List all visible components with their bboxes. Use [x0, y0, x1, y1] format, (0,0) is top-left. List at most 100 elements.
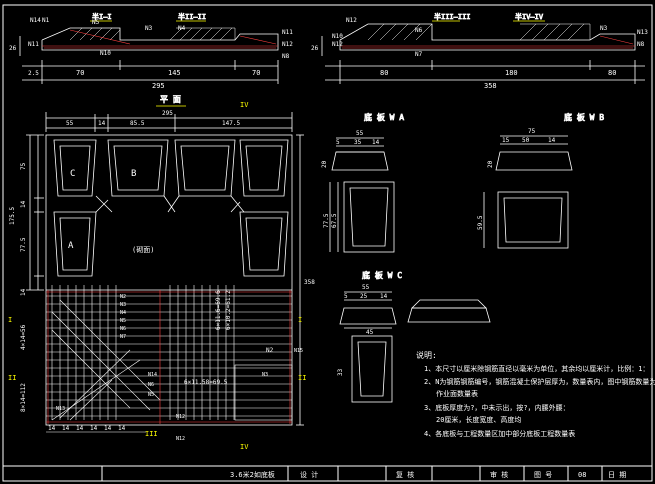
note-1: 1、本尺寸以厘米除钢筋直径以毫米为单位，其余均以厘米计，比例：1： [424, 364, 649, 373]
plan-dim-bottom-6: 14 [118, 425, 126, 432]
plan-dim-left-4: 77.5 [20, 237, 27, 252]
title-review: 审 核 [490, 470, 508, 479]
plan-dim-left-3: 175.5 [9, 207, 16, 225]
wb-dim-2: 15 [502, 137, 510, 144]
plan-dim-bottom-1: 14 [48, 425, 56, 432]
rebar-label-n4: N4 [120, 310, 126, 316]
section-title-s4: 半IV—IV [515, 12, 544, 21]
wa-dim-2: 5 [336, 139, 340, 146]
right-elevation-labels: N12 N10 N12 N6 N7 N3 N13 N8 26 80 180 80… [311, 17, 648, 90]
plan-dim-bottom-3: 14 [76, 425, 84, 432]
plan-label-a: A [68, 241, 74, 251]
detail-wa: 底 板 W A [329, 112, 405, 253]
dim-right-total: 358 [484, 82, 497, 90]
left-elevation: 半I—I 半II—II [19, 12, 279, 84]
note-2: 2、N为钢筋钢筋编号，钢筋混凝土保护层厚为，数量表内，图中钢筋数量为 [424, 377, 655, 386]
wa-dim-7: 67.5 [331, 213, 338, 228]
notes-block: 说明: 1、本尺寸以厘米除钢筋直径以毫米为单位，其余均以厘米计，比例：1： 2、… [416, 350, 655, 438]
plan-dim-lb-2: 8×14=112 [20, 383, 27, 412]
label-n1: N1 [42, 17, 50, 24]
detail-wa-title: 底 板 W A [364, 112, 404, 122]
detail-wa-dims: 55 5 35 14 20 77.5 67.5 [321, 130, 380, 228]
detail-wc-title: 底 板 W C [362, 270, 402, 280]
plan-label-c: C [70, 169, 75, 179]
label-n11-right: N11 [282, 29, 293, 36]
rebar-grid [46, 285, 293, 424]
dim-left-b3: 70 [252, 69, 260, 77]
rebar-label-n5: N5 [120, 318, 126, 324]
dim-left-h: 26 [9, 45, 17, 52]
wa-dim-3: 35 [354, 139, 362, 146]
note-3: 3、底板厚度为?，中未示出，按?，内腰外腰： [424, 403, 570, 412]
plan-dim-lb-1: 4×14=56 [20, 324, 27, 350]
plan-roman-ii-left: II [8, 374, 16, 382]
rebar-label-n5b: N5 [148, 392, 154, 398]
rebar-spacing-1: 6×11.58=69.5 [184, 379, 228, 386]
dim-left-b1: 70 [76, 69, 84, 77]
wb-dim-1: 75 [528, 128, 536, 135]
wb-dim-5: 20 [487, 160, 494, 168]
rebar-label-n12b: N12 [176, 436, 185, 442]
rebar-label-n3: N3 [120, 302, 126, 308]
wb-dim-6: 59.5 [477, 215, 484, 230]
title-design: 设 计 [300, 470, 318, 479]
title-drawing-name: 3.6米2如底板 [230, 470, 275, 479]
rebar-label-n2: N2 [120, 294, 126, 300]
plan-title: 平 面 [160, 95, 181, 104]
plan-roman-iv-bottom: IV [240, 443, 249, 451]
plan-dim-top-3: 85.5 [130, 120, 145, 127]
label-n4: N4 [178, 25, 186, 32]
label-r-n12: N12 [346, 17, 357, 24]
notes-title: 说明: [416, 350, 437, 360]
plan-box-b [107, 139, 169, 197]
label-n14: N14 [30, 17, 41, 24]
title-date-label: 日 期 [608, 471, 626, 479]
plan-bottom-dims: 14 14 14 14 14 14 [46, 425, 146, 433]
rebar-spacing-3: 6×10.2=61.2 [225, 290, 232, 330]
plan-box-c3 [239, 139, 289, 197]
plan-roman-iii: III [145, 430, 158, 438]
plan-roman-i-right: I [298, 316, 302, 324]
label-n10: N10 [100, 50, 111, 57]
rebar-label-n2b: N2 [266, 347, 274, 354]
plan-rebar-labels: N2 N3 N4 N5 N6 N7 N2 N15 N3 N14 N6 N5 N1… [56, 290, 303, 442]
detail-wb: 底 板 W B [483, 112, 605, 249]
plan-labels: C B A (砌面) I I II II III IV IV 55 14 85.… [8, 101, 315, 451]
label-r-n6: N6 [415, 27, 423, 34]
rebar-label-n6b: N6 [148, 382, 154, 388]
dim-left-e1: 2.5 [28, 70, 39, 77]
detail-wb-title: 底 板 W B [564, 112, 604, 122]
note-2b: 作业面数量表 [436, 389, 478, 398]
plan-dim-left-5: 14 [20, 288, 27, 296]
right-elevation: 半III—III 半IV—IV [321, 12, 645, 84]
wa-dim-6: 77.5 [323, 213, 330, 228]
plan-dim-left-2: 14 [20, 200, 27, 208]
wc-dim-4: 14 [380, 293, 388, 300]
dim-right-b3: 80 [608, 69, 616, 77]
left-elevation-labels: N14 N1 N5 N3 N4 N11 N10 N11 N12 N8 26 2.… [9, 17, 293, 90]
wc-dim-6: 33 [337, 368, 344, 376]
dim-right-b2: 180 [505, 69, 518, 77]
plan-dim-left-1: 75 [20, 162, 27, 170]
label-n3: N3 [145, 25, 153, 32]
drawing-border [2, 4, 653, 482]
rebar-label-n7: N7 [120, 334, 126, 340]
plan-left-dims: 75 14 175.5 77.5 14 4×14=56 8×14=112 [9, 162, 27, 412]
section-title-s2: 半II—II [178, 12, 206, 21]
label-n5: N5 [92, 19, 100, 26]
rebar-label-n14: N14 [148, 372, 157, 378]
plan-label-center: (砌面) [132, 246, 154, 254]
label-n8: N8 [282, 53, 290, 60]
label-r-n12b: N12 [332, 41, 343, 48]
section-title-s3: 半III—III [434, 12, 471, 21]
wb-dim-3: 50 [522, 137, 530, 144]
plan-roman-ii-right: II [298, 374, 306, 382]
wc-dim-3: 25 [360, 293, 368, 300]
plan-dim-bottom-5: 14 [104, 425, 112, 432]
title-drawing-no-label: 图 号 [534, 471, 552, 479]
detail-wc-dims: 55 5 25 14 45 33 [337, 284, 388, 376]
detail-wb-dims: 75 15 50 14 20 59.5 [477, 128, 556, 230]
rebar-spacing-2: 6×11.6=69.6 [215, 290, 222, 330]
